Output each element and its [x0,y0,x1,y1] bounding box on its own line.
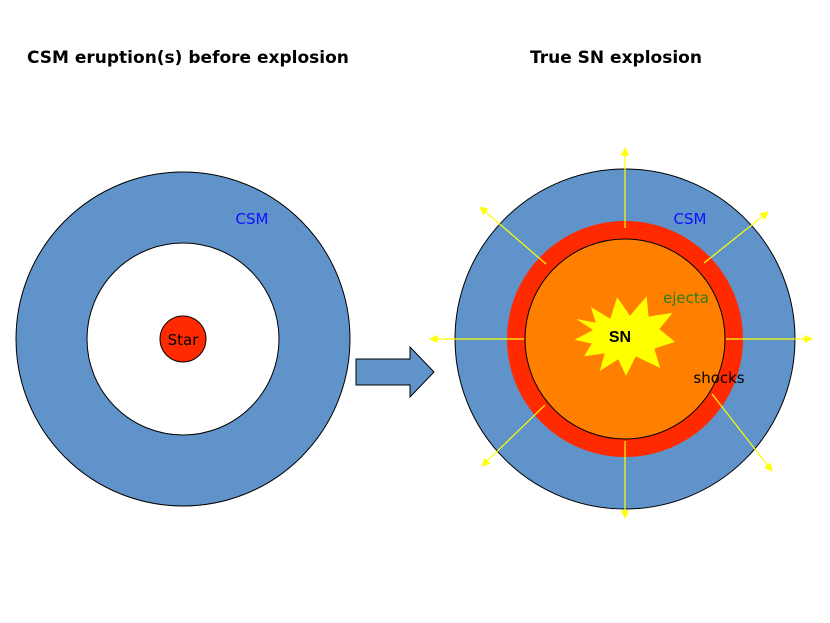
transition-arrow [355,345,435,399]
arrow-down-left [481,404,546,467]
arrow-down-right [711,393,773,472]
star-label: Star [168,331,200,349]
sn-label: SN [609,329,631,346]
arrow-up-right [703,211,769,264]
left-panel: Star CSM [15,171,351,507]
right-panel: SN CSM ejecta shocks [429,147,813,519]
star [159,315,207,363]
shocks-label: shocks [693,369,744,387]
ejecta-label: ejecta [663,289,709,307]
outflow-arrows [429,147,813,519]
sn-burst [571,293,678,379]
right-panel-title: True SN explosion [530,48,702,68]
csm-label-left: CSM [236,210,269,228]
csm-label-right: CSM [674,210,707,228]
left-panel-title: CSM eruption(s) before explosion [27,48,349,68]
arrow-up-left [479,206,547,265]
